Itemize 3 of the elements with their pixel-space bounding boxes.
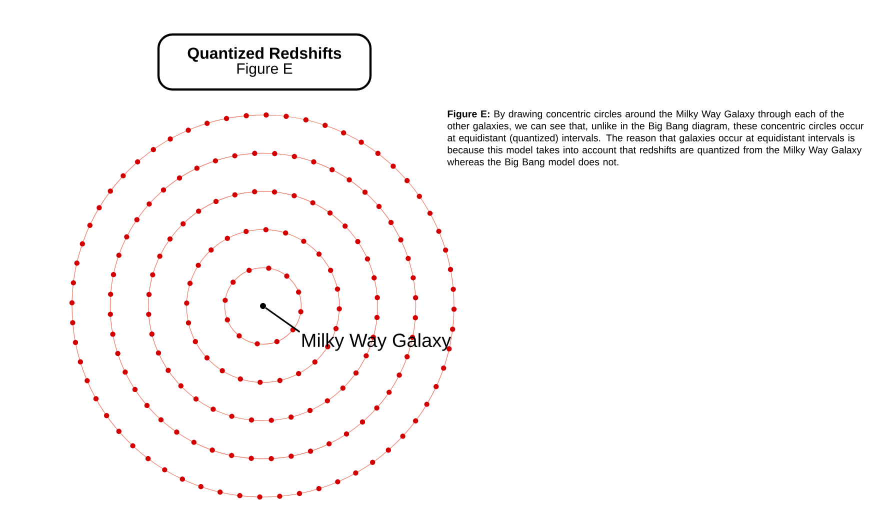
galaxy-label: Milky Way Galaxy — [302, 333, 452, 351]
caption: Figure E: By drawing concentric circles around the Milky Way Galaxy through each of the other galaxies, we can see that, unlike in the Big Bang diagram, these concentric circles occur at equidistant (quantized) intervals. The reason that galaxies occur at equidistant intervals is because this model takes into account that redshifts are quantized from the Milky Way Galaxy whereas the Big Bang model does not. — [447, 110, 864, 168]
title-box: Quantized Redshifts Figure E — [157, 33, 372, 91]
